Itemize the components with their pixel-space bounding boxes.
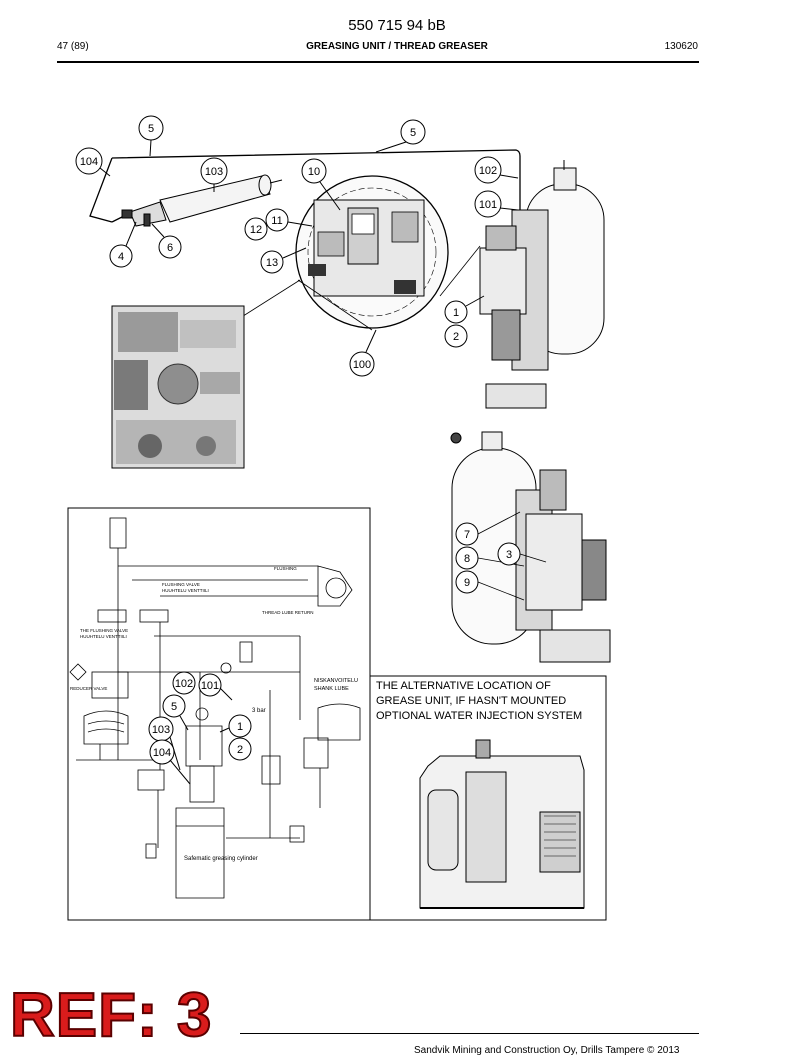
svg-text:FLUSHING VALVE: FLUSHING VALVE [162, 582, 200, 587]
page-number: 47 (89) [57, 41, 89, 52]
svg-text:7: 7 [464, 529, 470, 541]
alt-location-panel [369, 675, 607, 921]
svg-text:103: 103 [152, 724, 170, 736]
callout-12: 12 [244, 217, 268, 241]
callout-1-schematic: 1 [219, 714, 252, 738]
document-number: 550 715 94 bB [348, 17, 446, 34]
callout-8: 8 [455, 546, 479, 570]
svg-text:NISKANVOITELU: NISKANVOITELU [314, 678, 358, 684]
callout-group-right: 7 8 9 3 [455, 522, 521, 594]
svg-text:1: 1 [453, 307, 459, 319]
callout-104-schematic: 104 [149, 739, 191, 785]
svg-text:2: 2 [453, 331, 459, 343]
svg-text:13: 13 [266, 257, 278, 269]
callout-9: 9 [455, 570, 479, 594]
svg-text:THE FLUSHING VALVE: THE FLUSHING VALVE [80, 628, 128, 633]
tank-unit-drawing-middle [450, 431, 611, 663]
page-title: GREASING UNIT / THREAD GREASER [306, 41, 488, 52]
callout-3: 3 [497, 542, 521, 566]
alt-note-line-3: OPTIONAL WATER INJECTION SYSTEM [376, 710, 583, 722]
svg-text:3: 3 [506, 549, 512, 561]
schematic-text: FLUSHING VALVE HUUHTELU VENTTIILI THE FL… [70, 566, 358, 862]
callout-104: 104 [75, 147, 111, 177]
svg-text:3 bar: 3 bar [252, 708, 266, 714]
svg-text:4: 4 [118, 251, 124, 263]
svg-text:SHANK LUBE: SHANK LUBE [314, 686, 349, 692]
callout-1-top: 1 [444, 295, 485, 324]
tank-unit-drawing-top [479, 160, 605, 409]
svg-text:101: 101 [201, 680, 219, 692]
callout-10: 10 [301, 158, 341, 211]
svg-text:103: 103 [205, 166, 223, 178]
callout-group-top: 5 5 104 103 10 102 101 11 12 6 4 13 1 2 … [75, 115, 519, 377]
grease-cylinder-drawing [121, 174, 283, 227]
svg-text:Safematic greasing cylinder: Safematic greasing cylinder [184, 856, 258, 862]
footer-rule [240, 1033, 699, 1034]
callout-7: 7 [455, 522, 479, 546]
hydraulic-schematic [67, 507, 371, 921]
svg-text:2: 2 [237, 744, 243, 756]
ref-stamp: REF: 3 [9, 981, 213, 1050]
callout-102-schematic: 102 [172, 671, 196, 695]
callout-6: 6 [151, 223, 182, 259]
svg-text:102: 102 [479, 165, 497, 177]
svg-text:104: 104 [153, 747, 171, 759]
alternative-location-note: THE ALTERNATIVE LOCATION OF GREASE UNIT,… [376, 679, 606, 724]
svg-text:THREAD LUBE RETURN: THREAD LUBE RETURN [262, 610, 314, 615]
svg-text:10: 10 [308, 166, 320, 178]
callout-5-a: 5 [138, 115, 164, 157]
svg-text:5: 5 [410, 127, 416, 139]
svg-text:101: 101 [479, 199, 497, 211]
svg-text:100: 100 [353, 359, 371, 371]
svg-text:12: 12 [250, 224, 262, 236]
callout-100: 100 [349, 329, 377, 377]
callout-2-top: 2 [444, 324, 468, 348]
callout-101: 101 [474, 190, 519, 218]
svg-text:11: 11 [271, 215, 282, 227]
svg-text:1: 1 [237, 721, 243, 733]
date-code: 130620 [664, 41, 698, 52]
svg-text:9: 9 [464, 577, 470, 589]
callout-5-b: 5 [375, 119, 426, 153]
svg-text:FLUSHING: FLUSHING [274, 566, 297, 571]
svg-text:6: 6 [167, 242, 173, 254]
alt-note-line-2: GREASE UNIT, IF HASN'T MOUNTED [376, 695, 567, 707]
callout-2-schematic: 2 [228, 737, 252, 761]
machine-photo [111, 305, 245, 469]
svg-text:HUUHTELU VENTTIILI: HUUHTELU VENTTIILI [162, 588, 209, 593]
callout-103-schematic: 103 [148, 716, 181, 771]
valve-detail-circle [295, 175, 449, 331]
footer-copyright: Sandvik Mining and Construction Oy, Dril… [414, 1045, 680, 1056]
callout-group-schematic: 102 101 5 103 1 104 2 [148, 671, 252, 785]
svg-text:HUUHTELU VENTTIILI: HUUHTELU VENTTIILI [80, 634, 127, 639]
callout-11: 11 [265, 208, 313, 232]
callout-4: 4 [109, 221, 137, 268]
alt-note-line-1: THE ALTERNATIVE LOCATION OF [376, 680, 551, 692]
svg-text:102: 102 [175, 678, 193, 690]
callout-5-schematic: 5 [162, 694, 189, 731]
svg-text:8: 8 [464, 553, 470, 565]
callout-103: 103 [200, 157, 228, 192]
callout-102: 102 [474, 156, 519, 184]
svg-text:5: 5 [171, 701, 177, 713]
machine-side-drawing [419, 739, 585, 909]
callout-13: 13 [260, 247, 307, 274]
svg-text:REDUCER VALVE: REDUCER VALVE [70, 686, 107, 691]
header-rule [57, 61, 699, 63]
svg-text:5: 5 [148, 123, 154, 135]
svg-text:104: 104 [80, 156, 98, 168]
callout-101-schematic: 101 [198, 673, 233, 701]
